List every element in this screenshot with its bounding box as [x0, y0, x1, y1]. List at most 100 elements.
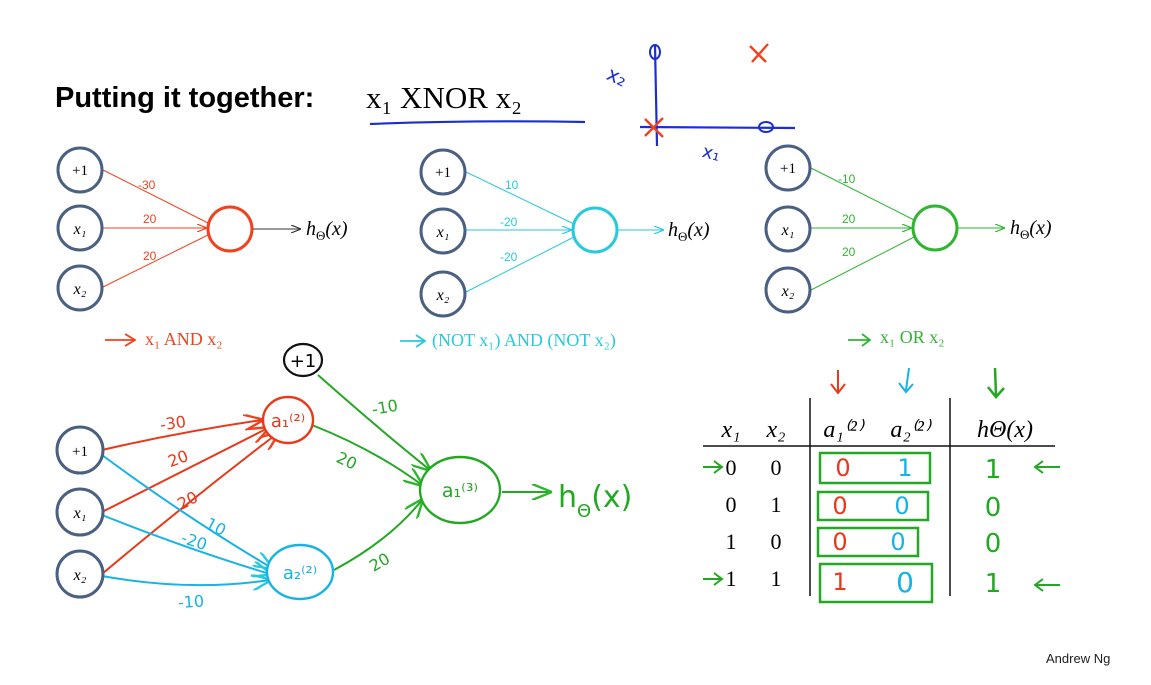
- input-x2-node: [55, 549, 105, 599]
- table-cell: 0: [835, 454, 850, 482]
- table-cell: 1: [726, 566, 737, 591]
- input-x2-node: [764, 266, 812, 314]
- table-cell: 0: [771, 529, 782, 554]
- input-bias-node: [419, 148, 467, 196]
- column-marker: [830, 370, 846, 395]
- hidden-a1-label: a₁⁽²⁾: [271, 411, 305, 432]
- weight-label: -20: [179, 528, 210, 554]
- input-bias-node: [56, 146, 104, 194]
- weight-label: -10: [177, 591, 204, 612]
- input-x1-node: [419, 207, 467, 255]
- input-x1-node: [55, 487, 105, 537]
- table-cell: 1: [771, 492, 782, 517]
- node-label: x₂: [781, 283, 795, 300]
- column-marker: [898, 367, 914, 394]
- weight-label: -20: [500, 215, 518, 229]
- table-header: x₂: [766, 417, 786, 443]
- table-cell: 0: [894, 492, 909, 520]
- weight-label: 10: [505, 178, 519, 192]
- weight-label: 20: [842, 245, 856, 259]
- nor-output-label: hΘ(x): [668, 219, 710, 244]
- row-pointer: [1033, 460, 1060, 474]
- plot-y-label: x₂: [603, 61, 631, 91]
- hidden-bias-node: [282, 342, 324, 378]
- table-cell: 1: [832, 568, 847, 596]
- table-cell: 0: [896, 566, 914, 599]
- weight-label: 20: [366, 549, 393, 576]
- caption-arrow: [848, 333, 872, 347]
- hidden-a2-label: a₂⁽²⁾: [283, 563, 317, 584]
- table-row: 0 0 0 1 1: [726, 454, 1002, 485]
- table-cell: 0: [726, 492, 737, 517]
- node-label: x₂: [436, 287, 450, 304]
- weight-label: 20: [842, 212, 856, 226]
- weight-label: -30: [138, 178, 156, 192]
- node-label: x₂: [73, 281, 87, 298]
- table-cell: 0: [985, 529, 1002, 559]
- hidden-bias-label: +1: [290, 351, 317, 372]
- weight-label: -10: [370, 396, 399, 419]
- output-a3-label: a₁⁽³⁾: [442, 480, 478, 502]
- title-formula: x₁ XNOR x₂: [366, 80, 522, 115]
- table-row: 1 1 1 0 1: [726, 566, 1002, 599]
- or-output-label: hΘ(x): [1010, 217, 1052, 242]
- weight-label: 20: [143, 249, 157, 263]
- hidden-a2-node: [265, 543, 335, 601]
- weight-label: -10: [838, 172, 856, 186]
- row-pointer: [703, 572, 724, 586]
- caption-arrow: [105, 333, 137, 347]
- plot-x-label: x₁: [700, 141, 723, 166]
- weight-label: 20: [165, 446, 191, 471]
- or-network: +1 x₁ x₂ -10 20 20 hΘ(x) x₁ OR x₂: [764, 144, 1052, 347]
- nor-caption: (NOT x₁) AND (NOT x₂): [432, 330, 616, 351]
- node-label: +1: [435, 165, 451, 181]
- or-output-node: [911, 204, 959, 252]
- table-cell: 0: [890, 528, 905, 556]
- nor-output-node: [571, 206, 619, 254]
- hidden-a1-node: [261, 395, 315, 445]
- or-caption: x₁ OR x₂: [880, 327, 945, 347]
- row-highlight-box: [816, 526, 920, 558]
- table-cell: 0: [832, 492, 847, 520]
- input-x2-node: [56, 264, 104, 312]
- table-header: a₂⁽²⁾: [890, 417, 931, 443]
- table-header: hΘ(x): [977, 417, 1033, 443]
- table-cell: 0: [985, 493, 1002, 523]
- xnor-output-label: hΘ(x): [558, 480, 632, 522]
- and-output-node: [206, 205, 254, 253]
- plot-point-x: [644, 117, 664, 138]
- table-header: a₁⁽²⁾: [823, 417, 864, 443]
- column-marker: [987, 367, 1005, 399]
- slide-title: Putting it together:: [55, 82, 315, 114]
- input-bias-node: [55, 425, 105, 475]
- row-highlight-box: [816, 490, 930, 522]
- weight-label: -30: [159, 412, 188, 434]
- input-x1-node: [764, 205, 812, 253]
- xnor-plot: x₂ x₁: [603, 43, 796, 166]
- row-highlight-box: [818, 451, 932, 485]
- node-label: +1: [72, 444, 88, 460]
- xnor-network: +1 x₁ x₂ +1 a₁⁽²⁾ a₂⁽²⁾ a₁⁽³⁾ -30 20 20 …: [55, 342, 632, 612]
- weight-label: 20: [333, 448, 359, 474]
- caption-arrow: [400, 334, 427, 348]
- row-pointer: [1033, 578, 1060, 592]
- node-label: +1: [72, 163, 88, 179]
- weight-label: -20: [500, 250, 518, 264]
- table-row: 1 0 0 0 0: [726, 528, 1002, 559]
- row-pointer: [703, 460, 724, 474]
- table-cell: 1: [985, 569, 1002, 599]
- row-highlight-box: [818, 562, 934, 604]
- table-cell: 1: [897, 454, 912, 482]
- table-cell: 0: [771, 455, 782, 480]
- title-underline: [369, 120, 586, 126]
- table-cell: 0: [726, 455, 737, 480]
- table-cell: 1: [726, 529, 737, 554]
- output-a3-node: [418, 455, 502, 525]
- nor-network: +1 x₁ x₂ 10 -20 -20 hΘ(x) (NOT x₁) AND (…: [400, 148, 710, 351]
- table-cell: 0: [832, 528, 847, 556]
- node-label: x₁: [73, 505, 87, 522]
- plot-point-o: [758, 121, 774, 133]
- node-label: +1: [780, 161, 796, 177]
- and-network: +1 x₁ x₂ -30 20 20 hΘ(x) x₁ AND x₂: [56, 146, 348, 349]
